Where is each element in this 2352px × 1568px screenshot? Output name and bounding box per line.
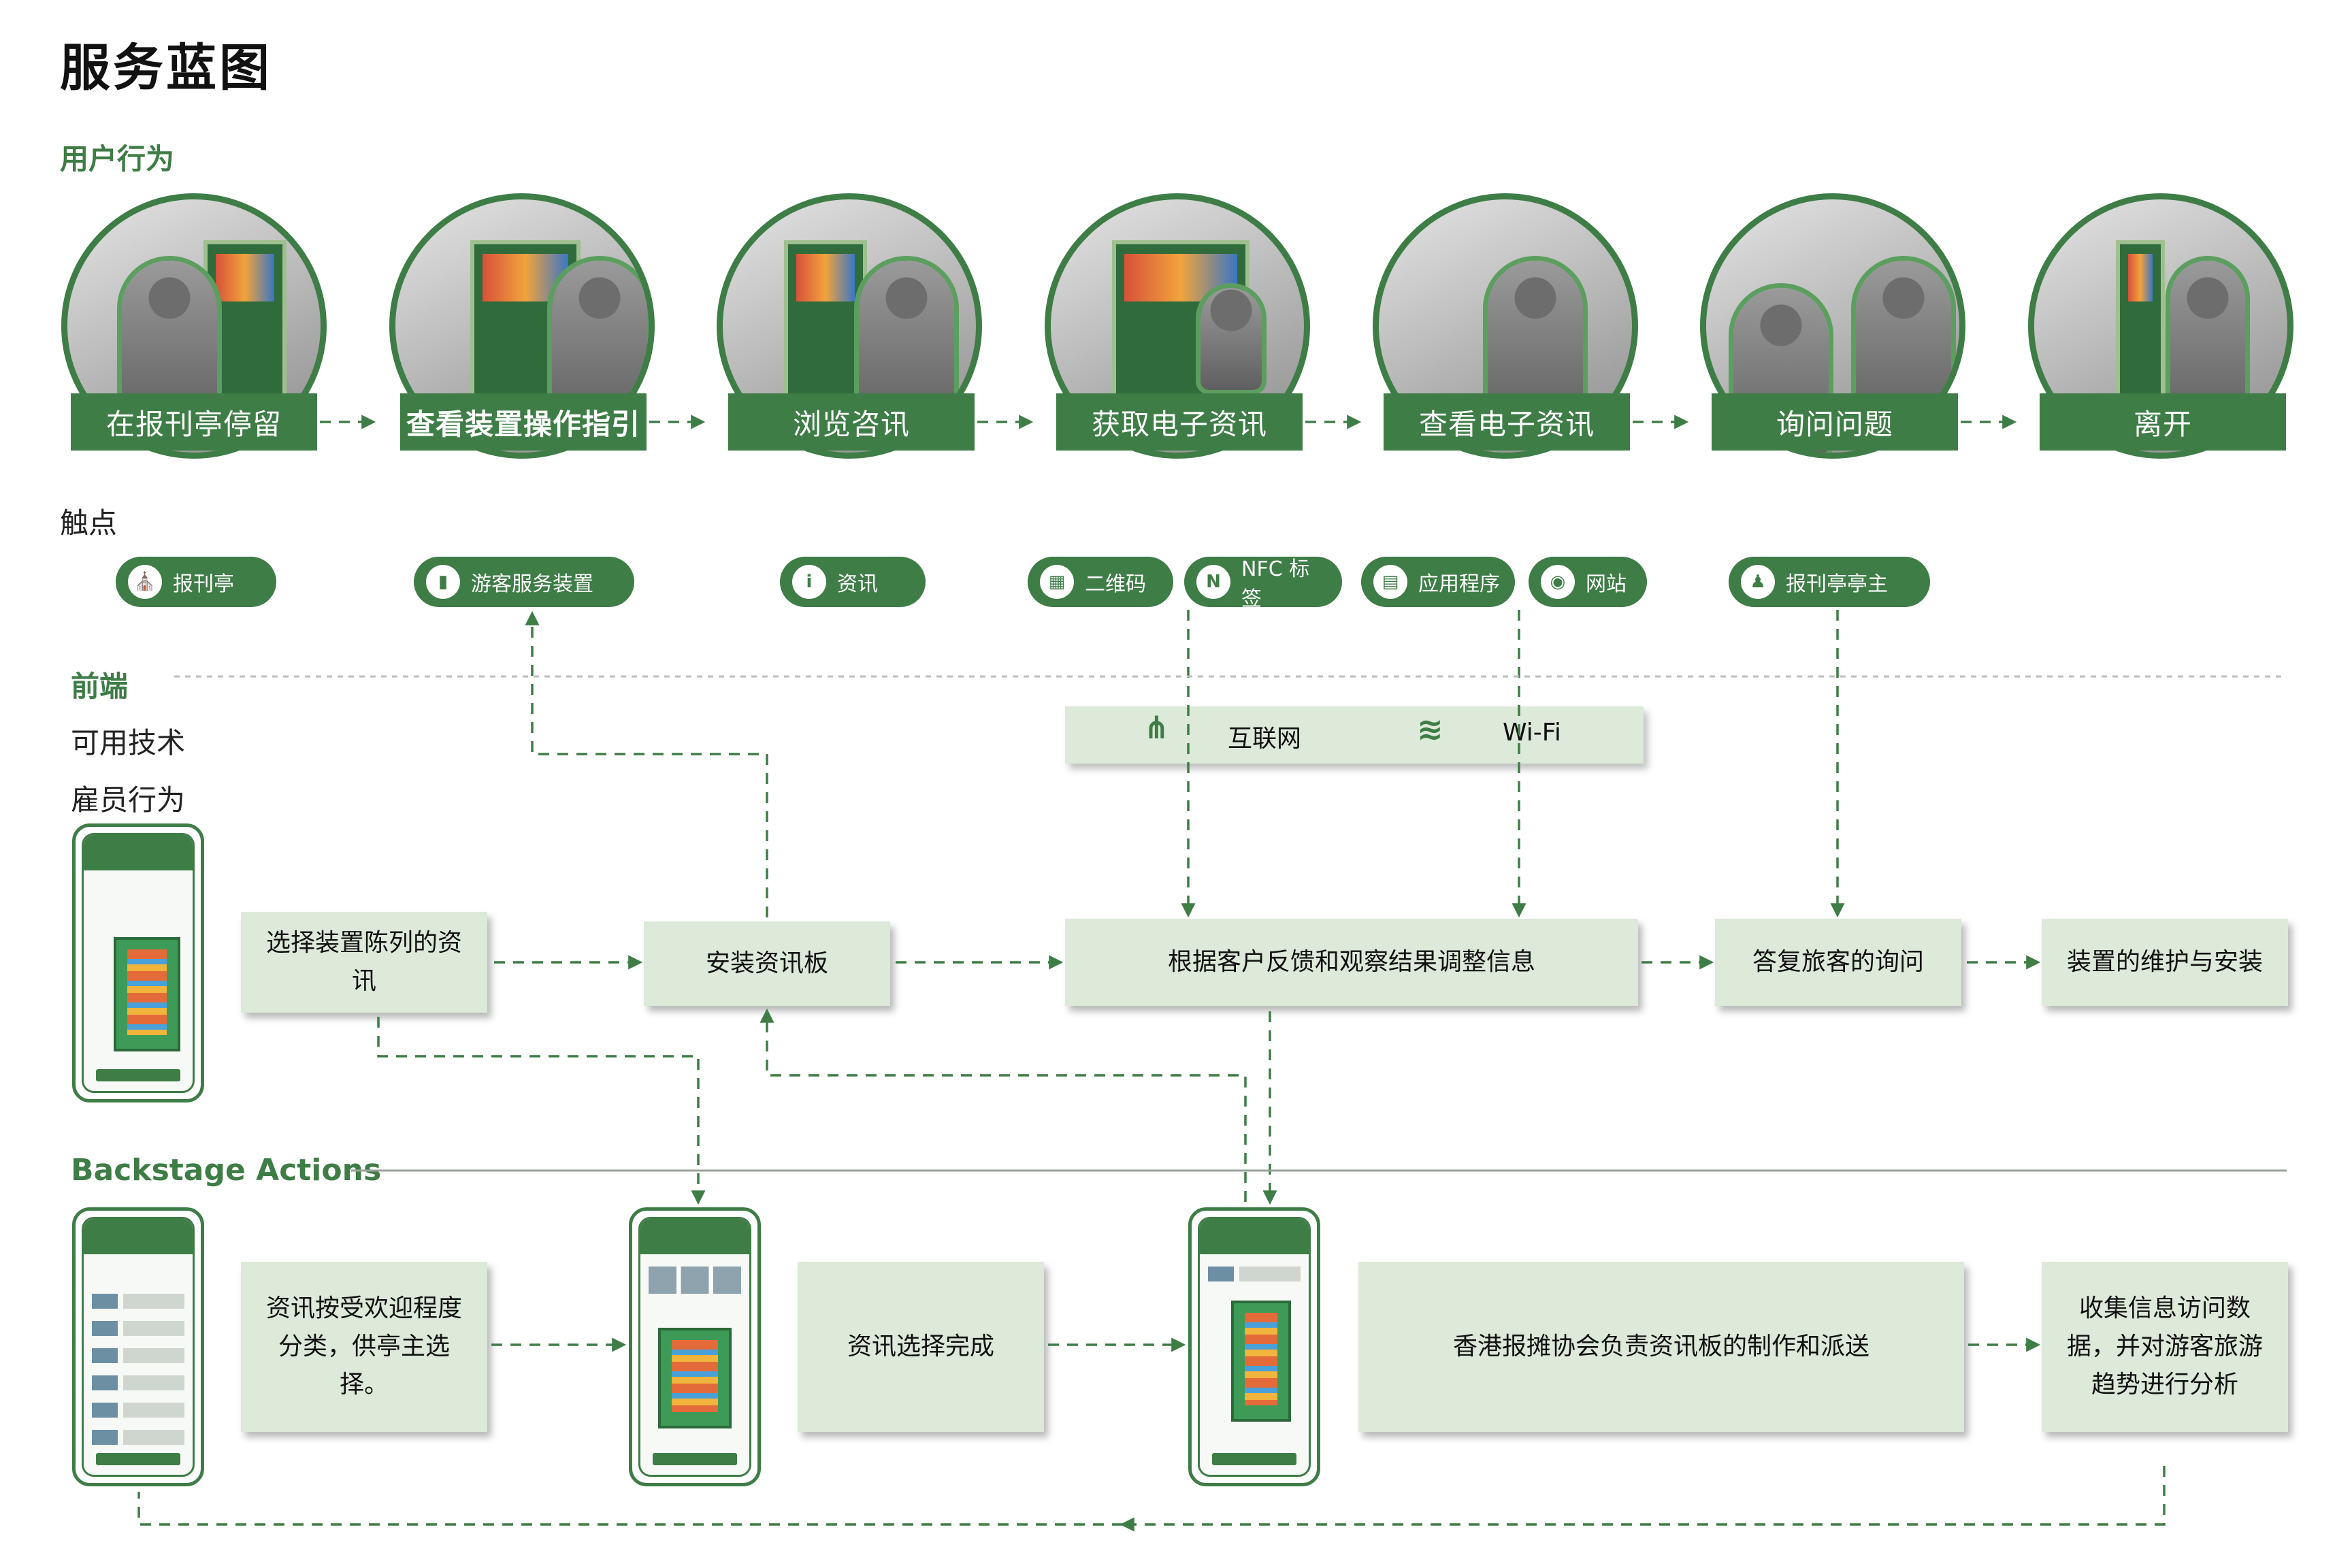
touchpoint-kiosk: ⛪ 报刊亭 xyxy=(116,557,276,607)
touchpoint-label: 网站 xyxy=(1586,572,1627,596)
backstage-box-analytics: 收集信息访问数据，并对游客旅游趋势进行分析 xyxy=(2042,1262,2288,1432)
touchpoint-label: NFC 标签 xyxy=(1241,557,1310,611)
kiosk-icon: ⛪ xyxy=(128,565,162,599)
owner-icon: ♟ xyxy=(1741,565,1775,599)
touchpoint-app: ▤ 应用程序 xyxy=(1361,557,1515,607)
tech-wifi: Wi-Fi xyxy=(1503,719,1561,747)
step-label-4: 获取电子资讯 xyxy=(1056,393,1303,451)
section-touchpoints: 触点 xyxy=(60,506,118,540)
device-icon: ▮ xyxy=(426,565,460,599)
phone-mockup-side-a xyxy=(72,823,204,1102)
section-backstage: Backstage Actions xyxy=(71,1153,382,1188)
section-staff: 雇员行为 xyxy=(71,783,186,817)
app-icon: ▤ xyxy=(1373,565,1407,599)
staff-box-select-info: 选择装置陈列的资讯 xyxy=(241,912,487,1013)
staff-box-adjust-info: 根据客户反馈和观察结果调整信息 xyxy=(1065,919,1638,1006)
section-user-actions: 用户行为 xyxy=(60,142,175,176)
nfc-icon: N xyxy=(1196,565,1230,599)
phone-mockup-list xyxy=(72,1207,204,1486)
step-label-7: 离开 xyxy=(2040,393,2286,451)
browser-icon: ◉ xyxy=(1541,565,1575,599)
antenna-icon: ⋔ xyxy=(1143,709,1170,746)
step-label-1: 在报刊亭停留 xyxy=(71,393,317,451)
touchpoint-label: 资讯 xyxy=(837,572,878,596)
touchpoint-label: 游客服务装置 xyxy=(471,572,593,596)
touchpoint-label: 二维码 xyxy=(1085,572,1146,596)
step-label-6: 询问问题 xyxy=(1712,393,1958,451)
touchpoint-label: 报刊亭亭主 xyxy=(1786,572,1888,596)
staff-box-reply: 答复旅客的询问 xyxy=(1715,919,1961,1006)
phone-mockup-info xyxy=(629,1207,761,1486)
phone-mockup-submit xyxy=(1188,1207,1320,1486)
page-title: 服务蓝图 xyxy=(60,39,272,97)
qrcode-icon: ▦ xyxy=(1040,565,1074,599)
router-icon: ≋ xyxy=(1417,710,1443,747)
info-icon: i xyxy=(792,565,826,599)
step-label-3: 浏览咨讯 xyxy=(728,393,975,451)
backstage-box-production: 香港报摊协会负责资讯板的制作和派送 xyxy=(1358,1262,1964,1432)
touchpoint-info: i 资讯 xyxy=(780,557,926,607)
touchpoint-owner: ♟ 报刊亭亭主 xyxy=(1729,557,1930,607)
backstage-box-classify: 资讯按受欢迎程度分类，供亭主选择。 xyxy=(241,1262,487,1432)
section-tech: 可用技术 xyxy=(71,726,186,760)
touchpoint-nfc: N NFC 标签 xyxy=(1184,557,1342,611)
touchpoint-label: 报刊亭 xyxy=(173,572,234,596)
tech-internet: 互联网 xyxy=(1228,725,1302,753)
touchpoint-device: ▮ 游客服务装置 xyxy=(414,557,634,607)
tech-bar xyxy=(1065,706,1644,764)
backstage-box-selected: 资讯选择完成 xyxy=(798,1262,1044,1432)
touchpoint-label: 应用程序 xyxy=(1418,572,1500,596)
touchpoint-qrcode: ▦ 二维码 xyxy=(1028,557,1173,607)
step-label-2: 查看装置操作指引 xyxy=(400,393,647,451)
touchpoint-website: ◉ 网站 xyxy=(1529,557,1647,607)
staff-box-install-board: 安装资讯板 xyxy=(644,921,890,1006)
step-label-5: 查看电子资讯 xyxy=(1384,393,1630,451)
section-frontstage: 前端 xyxy=(71,670,129,703)
staff-box-maintain: 装置的维护与安装 xyxy=(2042,919,2288,1006)
